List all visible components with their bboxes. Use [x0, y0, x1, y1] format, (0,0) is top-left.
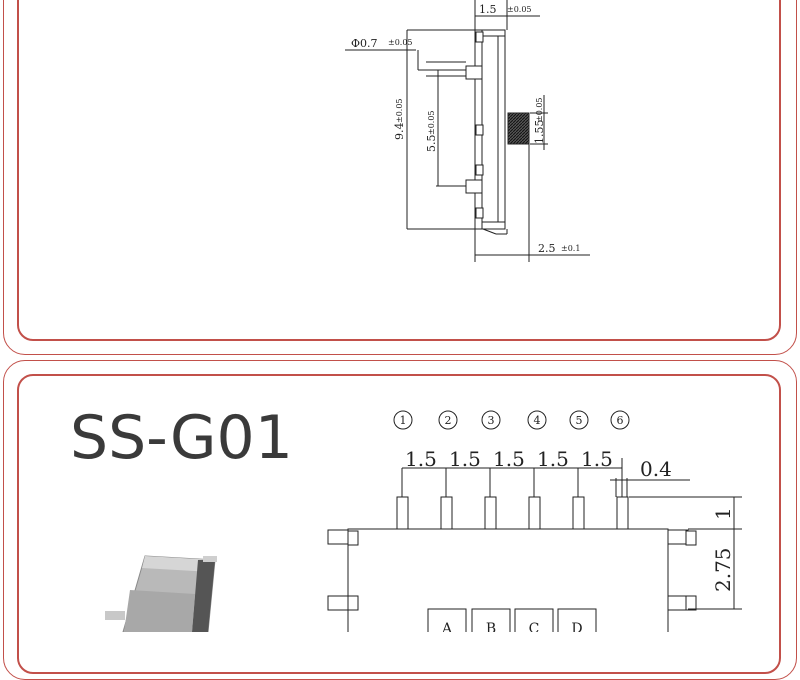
- dim-height-label: 9.4: [393, 123, 406, 141]
- pin-number-3-label: 3: [488, 414, 495, 427]
- footprint-drawing: 1 2 3 4 5 6: [105, 410, 742, 632]
- dim-pin-length-label: 1: [711, 507, 735, 520]
- model-title: SS-G01: [70, 403, 293, 473]
- pin-number-1: 1: [393, 410, 413, 430]
- pin-number-5-label: 5: [576, 414, 583, 427]
- top-panel-inner-frame: [17, 0, 781, 341]
- dim-height-tolerance: ±0.05: [395, 98, 404, 123]
- pad-label-c: C: [529, 621, 540, 632]
- pin-number-6: 6: [610, 410, 630, 430]
- pin-number-5: 5: [569, 410, 589, 430]
- pin-number-3: 3: [481, 410, 501, 430]
- dim-pin-span-label: 5.5: [425, 135, 438, 153]
- pitch-label-2: 1.5: [449, 447, 481, 471]
- side-view-drawing: 1.5 ±0.05 Φ0.7 ±0.05 9.4 ±0.05 5.5 ±0.05…: [345, 0, 590, 262]
- pin-number-6-label: 6: [617, 414, 624, 427]
- dim-knob-label: 1.55: [533, 120, 546, 145]
- dim-pin-width-label: 0.4: [640, 457, 672, 481]
- pin-number-1-label: 1: [400, 414, 407, 427]
- pin-number-2-label: 2: [445, 414, 452, 427]
- pitch-label-4: 1.5: [537, 447, 569, 471]
- pitch-label-5: 1.5: [581, 447, 613, 471]
- dim-pin-diameter-tolerance: ±0.05: [388, 38, 413, 47]
- dim-pin-diameter-label: Φ0.7: [351, 37, 378, 50]
- pitch-label-3: 1.5: [493, 447, 525, 471]
- dim-body-height-label: 2.75: [711, 547, 735, 592]
- pad-label-a: A: [441, 621, 453, 632]
- dim-knob-tolerance: ±0.05: [535, 97, 544, 122]
- dim-depth-tolerance: ±0.1: [561, 244, 580, 253]
- pad-label-d: D: [571, 621, 582, 632]
- top-panel-outer-frame: [3, 0, 797, 355]
- pin-number-4-label: 4: [534, 414, 541, 427]
- dim-pin-span-tolerance: ±0.05: [427, 110, 436, 135]
- product-photo: [105, 555, 217, 632]
- dim-depth-label: 2.5: [538, 242, 556, 255]
- dim-thickness-label: 1.5: [479, 3, 497, 16]
- pitch-label-1: 1.5: [405, 447, 437, 471]
- pad-label-b: B: [486, 621, 496, 632]
- pin-number-4: 4: [527, 410, 547, 430]
- pin-number-2: 2: [438, 410, 458, 430]
- dim-thickness-tolerance: ±0.05: [507, 5, 532, 14]
- pin-number-markers: 1 2 3 4 5 6: [393, 410, 630, 430]
